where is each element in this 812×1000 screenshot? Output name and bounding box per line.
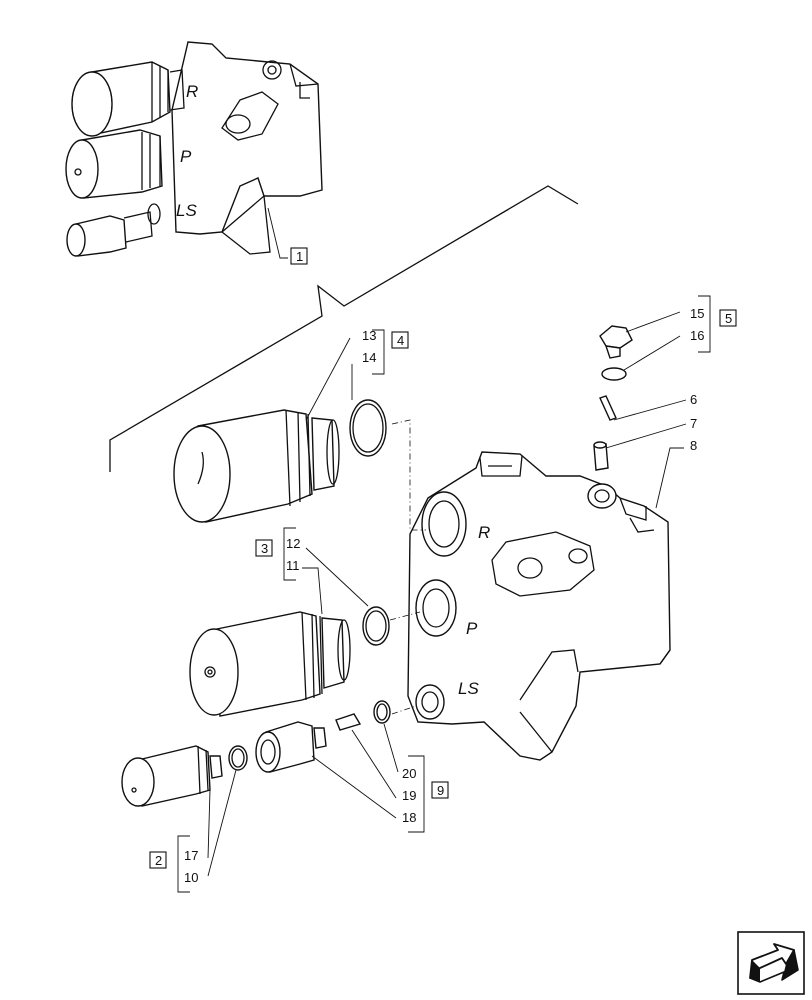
callout-box-3[interactable]: 3 <box>255 539 273 557</box>
cartridge-part-11 <box>189 611 351 717</box>
callout-15[interactable]: 15 <box>690 306 704 321</box>
port-label-r: R <box>478 523 490 542</box>
callout-7[interactable]: 7 <box>690 416 697 431</box>
seal-part-16 <box>601 367 627 381</box>
port-label-r-top: R <box>186 82 198 101</box>
svg-text:9: 9 <box>437 783 444 798</box>
svg-text:4: 4 <box>397 333 404 348</box>
callout-11[interactable]: 11 <box>286 558 300 573</box>
cartridge-part-13 <box>173 409 340 523</box>
callout-box-9[interactable]: 9 <box>431 781 449 799</box>
callout-12[interactable]: 12 <box>286 536 300 551</box>
port-label-p-top: P <box>180 147 192 166</box>
o-ring-part-14 <box>349 399 387 457</box>
port-label-ls: LS <box>458 679 479 698</box>
pin-part-6 <box>599 395 617 421</box>
o-ring-part-12 <box>362 606 390 646</box>
svg-text:5: 5 <box>725 311 732 326</box>
callout-20[interactable]: 20 <box>402 766 416 781</box>
callout-box-2[interactable]: 2 <box>149 851 167 869</box>
callout-box-1[interactable]: 1 <box>290 247 308 265</box>
callout-14[interactable]: 14 <box>362 350 376 365</box>
callout-8[interactable]: 8 <box>690 438 697 453</box>
callout-13[interactable]: 13 <box>362 328 376 343</box>
callout-10[interactable]: 10 <box>184 870 198 885</box>
svg-text:1: 1 <box>296 249 303 264</box>
cartridge-part-17 <box>121 745 223 807</box>
leader-lines <box>177 295 711 893</box>
svg-text:3: 3 <box>261 541 268 556</box>
assembled-valve-view: R P LS <box>65 41 323 259</box>
pin-part-19 <box>335 713 362 731</box>
svg-text:2: 2 <box>155 853 162 868</box>
callout-box-5[interactable]: 5 <box>719 309 737 327</box>
port-label-ls-top: LS <box>176 201 197 220</box>
callout-17[interactable]: 17 <box>184 848 198 863</box>
fitting-part-18 <box>255 721 327 773</box>
sleeve-part-7 <box>593 441 609 471</box>
port-label-p: P <box>466 619 478 638</box>
plug-part-15 <box>599 325 633 359</box>
assembly-centerline-r <box>391 419 426 531</box>
valve-body-part-8: R P LS <box>407 451 671 761</box>
assembly-centerline-p <box>389 611 421 621</box>
callout-19[interactable]: 19 <box>402 788 416 803</box>
callout-6[interactable]: 6 <box>690 392 697 407</box>
callout-box-4[interactable]: 4 <box>391 331 409 349</box>
next-page-arrow-icon[interactable] <box>737 931 805 995</box>
callout-18[interactable]: 18 <box>402 810 416 825</box>
detail-break-line <box>109 185 579 472</box>
callout-16[interactable]: 16 <box>690 328 704 343</box>
assembly-centerline-ls <box>391 705 417 715</box>
